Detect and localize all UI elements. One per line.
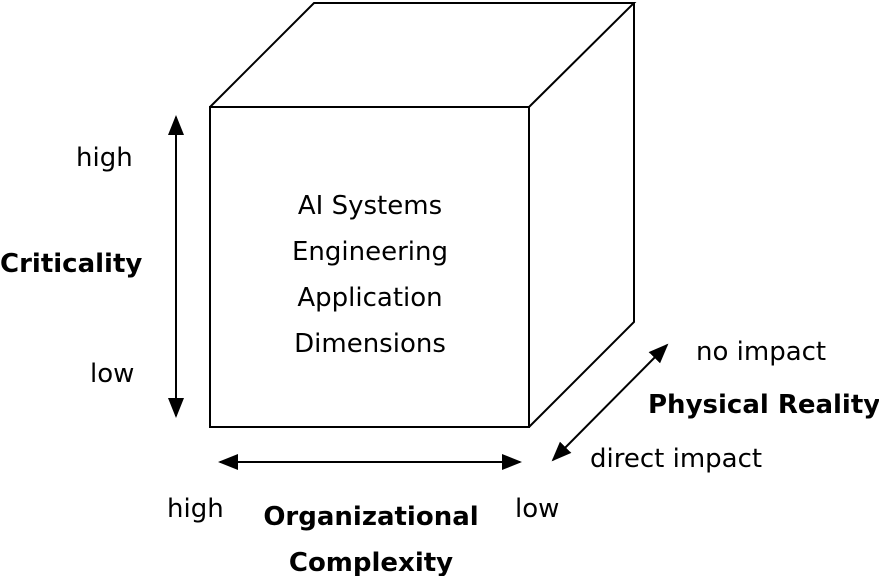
physical-label: Physical Reality xyxy=(648,390,879,420)
cube-top-face xyxy=(209,1,637,108)
physical-arrow xyxy=(551,343,669,462)
cube-line: Application xyxy=(297,283,443,313)
cube-line: Dimensions xyxy=(294,329,446,359)
criticality-label: Criticality xyxy=(0,249,143,279)
cube-front-face xyxy=(209,106,530,428)
organizational-label-line: Complexity xyxy=(288,548,454,576)
physical-top: no impact xyxy=(696,337,827,367)
organizational-high: high xyxy=(167,494,224,524)
cube-line: AI Systems xyxy=(297,191,443,221)
criticality-low: low xyxy=(90,359,135,389)
organizational-low: low xyxy=(515,494,560,524)
cube-side-face xyxy=(528,3,635,428)
criticality-high: high xyxy=(76,143,133,173)
organizational-label: Organizational Complexity xyxy=(256,494,486,576)
cube-line: Engineering xyxy=(292,237,448,267)
cube-label: AI Systems Engineering Application Dimen… xyxy=(260,183,480,367)
organizational-label-line: Organizational xyxy=(263,502,479,532)
physical-bottom: direct impact xyxy=(590,444,763,474)
